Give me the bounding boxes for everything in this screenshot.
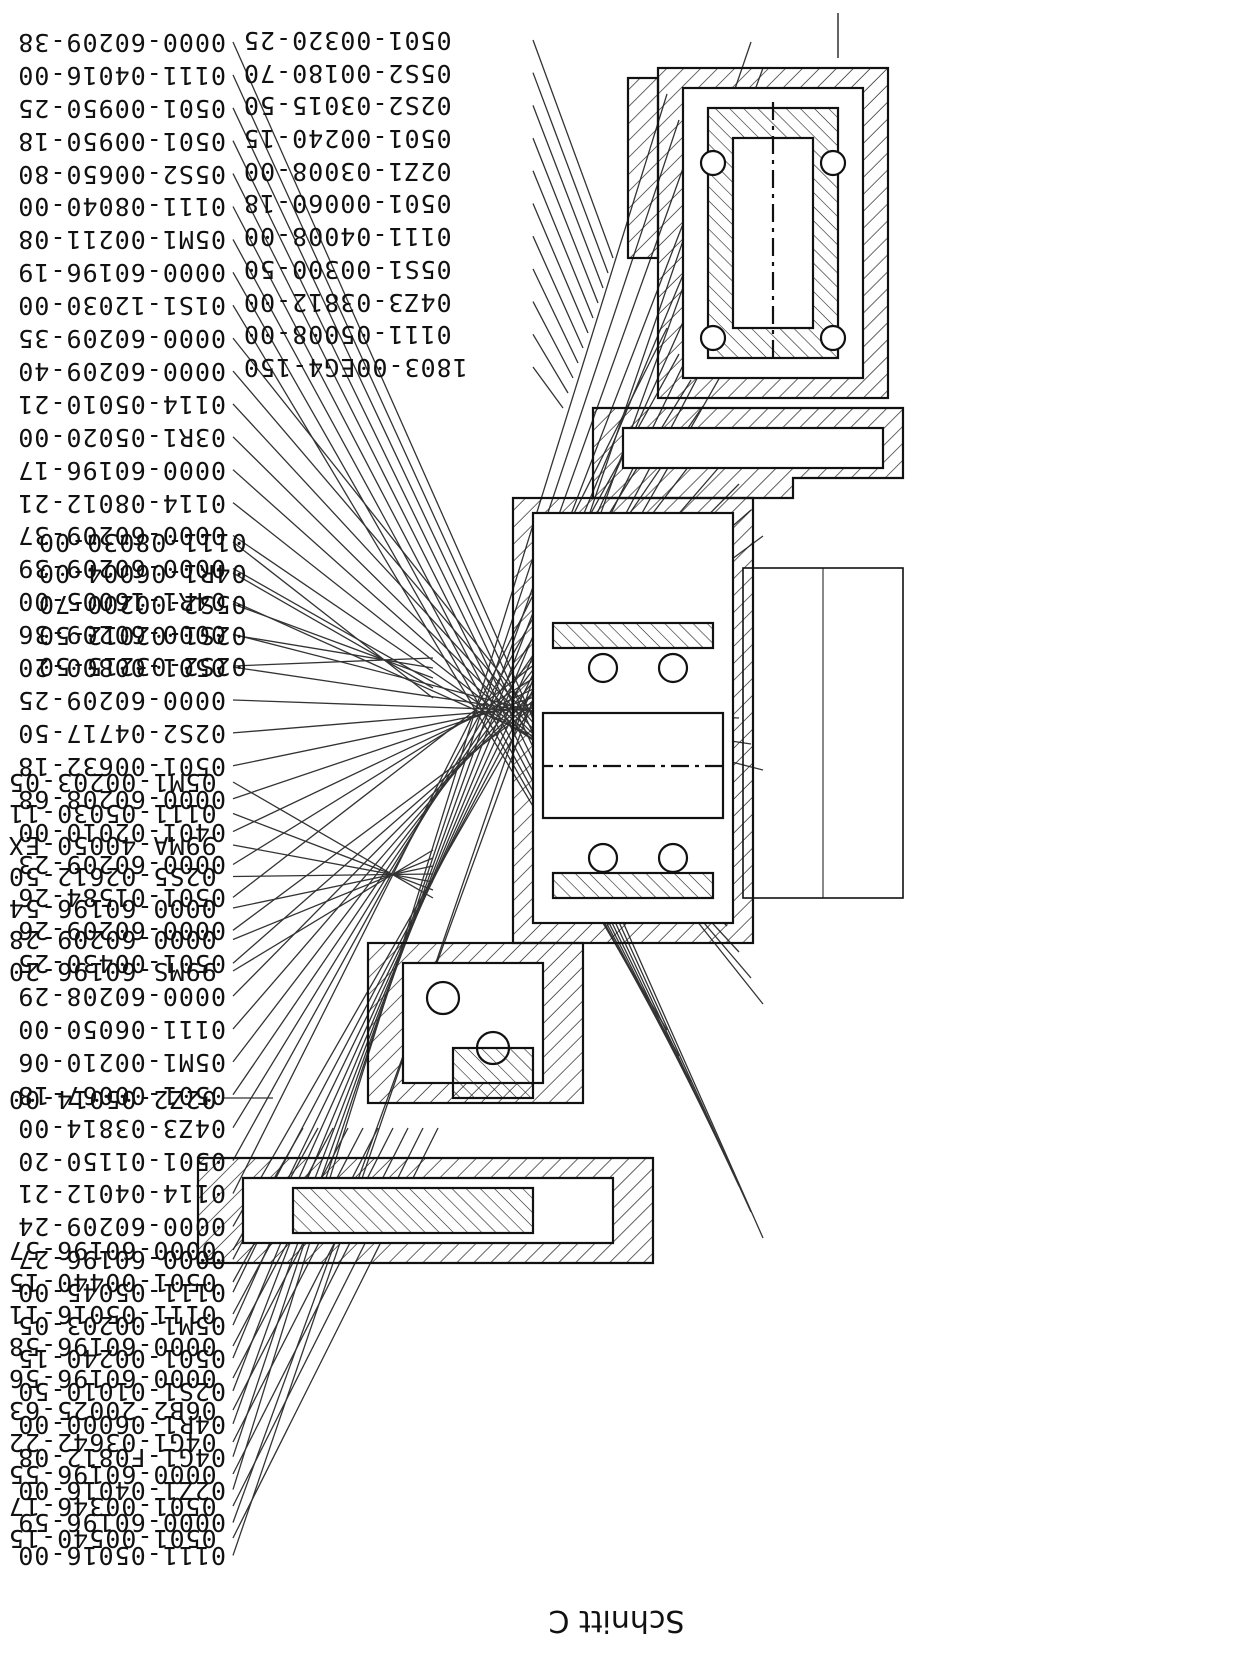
part-number-label: 04G1-03642-22 — [8, 1428, 217, 1457]
part-number-label: 0000-60209-28 — [8, 925, 217, 955]
part-number-label: 0000-60196-58 — [8, 1332, 217, 1361]
part-number-label: 0501-00060-18 — [243, 189, 452, 219]
part-number-label: 0000-60196-17 — [17, 455, 226, 485]
leader-line — [232, 603, 434, 679]
part-number-label: 05S1-00300-50 — [243, 254, 452, 284]
part-number-label: 03R1-05020-00 — [17, 422, 226, 452]
part-number-label: 0501-01150-20 — [17, 1146, 226, 1176]
leader-line — [232, 844, 434, 883]
part-number-label: 05S2-00650-80 — [17, 159, 226, 189]
part-number-label: 02Z1-03008-00 — [243, 156, 452, 186]
part-number-label: 99MS-60196-20 — [8, 957, 217, 986]
leader-line — [232, 541, 434, 699]
leader-line — [532, 203, 589, 334]
part-number-label: 0111-05030-11 — [8, 799, 217, 829]
leader-line — [232, 857, 434, 941]
part-number-label: 0111-05008-00 — [243, 320, 452, 350]
leader-line — [232, 41, 764, 1239]
part-number-label: 04R1-06004-00 — [38, 559, 247, 588]
leader-line — [532, 235, 584, 349]
leader-line — [232, 657, 434, 667]
part-number-label: 02Z2-05014-00 — [8, 1085, 217, 1114]
part-number-label: 99MA-40050-EX — [8, 831, 217, 860]
leader-line — [232, 74, 752, 1213]
part-number-label: 0000-60209-40 — [17, 357, 226, 386]
part-number-label: 0000-60208-29 — [17, 982, 226, 1012]
part-number-label: 0111-08040-00 — [17, 192, 226, 222]
part-number-label: 0000-60196-54 — [8, 894, 217, 923]
leader-line — [232, 572, 434, 689]
part-number-label: 0501-00950-25 — [17, 93, 226, 123]
leader-line — [532, 333, 569, 394]
leader-line — [532, 72, 609, 274]
part-number-label: 05M1-00211-08 — [17, 225, 226, 255]
part-number-label: 05S2-00180-70 — [243, 58, 452, 88]
leader-line — [232, 849, 434, 972]
part-number-label: 0000-60209-25 — [17, 686, 226, 715]
leader-line — [532, 366, 564, 409]
leader-line — [532, 39, 614, 259]
part-number-label: 06B2-20025-63 — [8, 1396, 217, 1425]
part-number-label: 0501-00346-17 — [8, 1492, 217, 1521]
part-number-label: 0501-00540-15 — [8, 1524, 217, 1553]
part-number-label: 1803-00EG4-150 — [243, 353, 468, 382]
leader-line — [532, 105, 604, 289]
leader-line — [532, 301, 574, 379]
part-number-label: 0000-60196-56 — [8, 1364, 217, 1393]
part-number-label: 02S1-02012-50 — [38, 621, 247, 650]
leader-line — [232, 873, 434, 878]
part-number-label: 0000-60196-55 — [8, 1460, 217, 1489]
part-number-label: 02S2-04717-50 — [17, 718, 226, 748]
leader-line — [232, 140, 728, 1161]
part-number-label: 0114-04012-21 — [17, 1179, 226, 1209]
part-number-label: 0111-05016-11 — [8, 1300, 217, 1329]
leader-line — [232, 634, 434, 669]
part-number-label: 0000-60196-57 — [8, 1236, 217, 1265]
leader-line — [232, 812, 434, 891]
part-number-label: 0501-00950-18 — [17, 126, 226, 156]
part-number-label: 02S2-03015-50 — [243, 91, 452, 121]
part-number-label: 0111-06050-00 — [17, 1015, 226, 1044]
part-number-label: 02S5-02612-50 — [8, 862, 217, 892]
part-number-label: 04Z3-03812-00 — [243, 287, 452, 317]
leader-line — [532, 268, 579, 364]
part-number-label: 0111-04016-00 — [17, 60, 226, 90]
part-number-label: 0000-60209-35 — [17, 324, 226, 354]
part-number-label: 0111-04008-00 — [243, 222, 452, 252]
part-number-label: 0000-60196-19 — [17, 258, 226, 288]
leader-line — [232, 206, 704, 1109]
leader-line — [232, 865, 434, 909]
part-number-label: 04Z3-03814-00 — [17, 1113, 226, 1143]
part-number-label: 01S1-12030-00 — [17, 291, 226, 321]
leader-line — [532, 170, 594, 319]
part-number-label: 0114-08012-21 — [17, 488, 226, 518]
part-number-label: 05S2-00200-70 — [38, 590, 247, 619]
part-number-label: 05M1-00210-06 — [17, 1047, 226, 1077]
leader-line — [232, 107, 740, 1187]
part-number-label: 0000-60209-38 — [17, 28, 226, 57]
part-number-label: 0114-05010-21 — [17, 389, 226, 419]
part-number-label: 0501-00320-25 — [243, 26, 452, 55]
part-number-label: 05M1-00203-05 — [8, 768, 217, 797]
part-number-label: 0501-00240-15 — [243, 124, 452, 154]
part-number-label: 0111-08030-00 — [38, 528, 247, 557]
part-number-label: 0501-00440-15 — [8, 1268, 217, 1297]
leader-line — [532, 137, 599, 304]
leader-line — [232, 781, 434, 899]
part-number-label: 02S2-03215-50 — [38, 652, 247, 681]
